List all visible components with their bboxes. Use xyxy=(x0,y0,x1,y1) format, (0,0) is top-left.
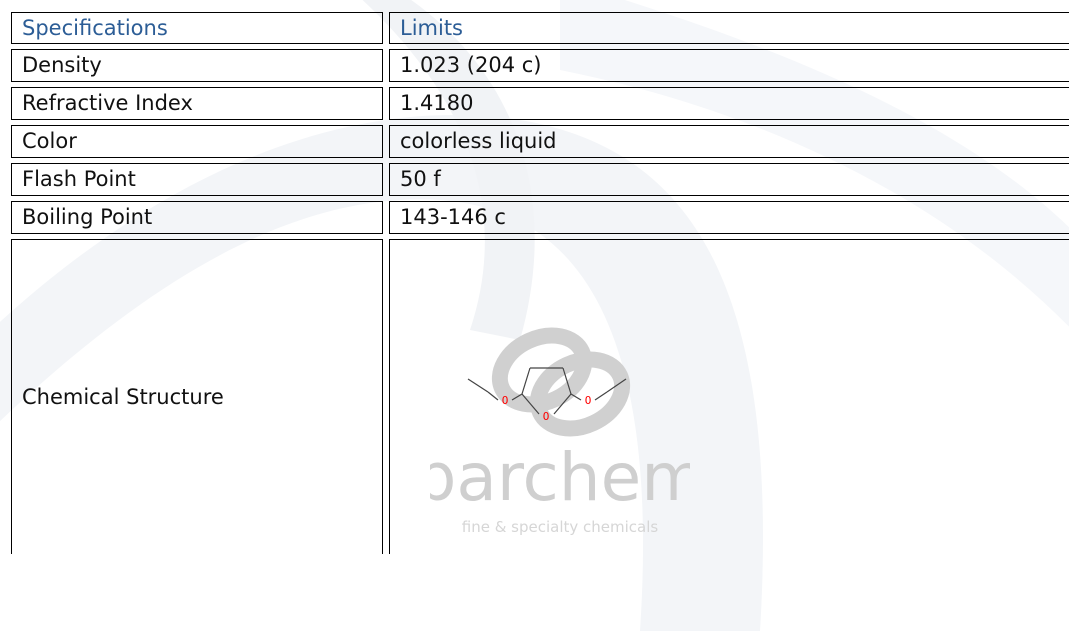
structure-label: Chemical Structure xyxy=(11,239,383,554)
spec-name: Boiling Point xyxy=(11,201,383,234)
structure-image-cell: parchem fine & specialty chemicals xyxy=(389,239,1069,554)
parchem-watermark-logo: parchem fine & specialty chemicals xyxy=(430,327,690,536)
oxygen-atom-left: O xyxy=(502,394,509,407)
watermark-tagline: fine & specialty chemicals xyxy=(462,518,659,536)
table-header-row: Specifications Limits xyxy=(11,12,1069,44)
watermark-brand: parchem xyxy=(430,439,690,516)
spec-limit: 1.023 (204 c) xyxy=(389,49,1069,82)
spec-name: Flash Point xyxy=(11,163,383,196)
spec-limit: colorless liquid xyxy=(389,125,1069,158)
header-limits: Limits xyxy=(389,12,1069,44)
table-row-structure: Chemical Structure parchem fine & specia… xyxy=(11,239,1069,554)
specifications-table: Specifications Limits Density 1.023 (204… xyxy=(5,7,1069,559)
spec-name: Color xyxy=(11,125,383,158)
spec-limit: 1.4180 xyxy=(389,87,1069,120)
spec-limit: 50 f xyxy=(389,163,1069,196)
header-specifications: Specifications xyxy=(11,12,383,44)
molecule-structure-diagram: O O O xyxy=(467,367,627,423)
table-row: Flash Point 50 f xyxy=(11,163,1069,196)
table-row: Boiling Point 143-146 c xyxy=(11,201,1069,234)
table-row: Density 1.023 (204 c) xyxy=(11,49,1069,82)
spec-name: Refractive Index xyxy=(11,87,383,120)
oxygen-atom-ring: O xyxy=(543,410,550,423)
spec-name: Density xyxy=(11,49,383,82)
table-row: Refractive Index 1.4180 xyxy=(11,87,1069,120)
oxygen-atom-right: O xyxy=(585,394,592,407)
spec-limit: 143-146 c xyxy=(389,201,1069,234)
table-row: Color colorless liquid xyxy=(11,125,1069,158)
